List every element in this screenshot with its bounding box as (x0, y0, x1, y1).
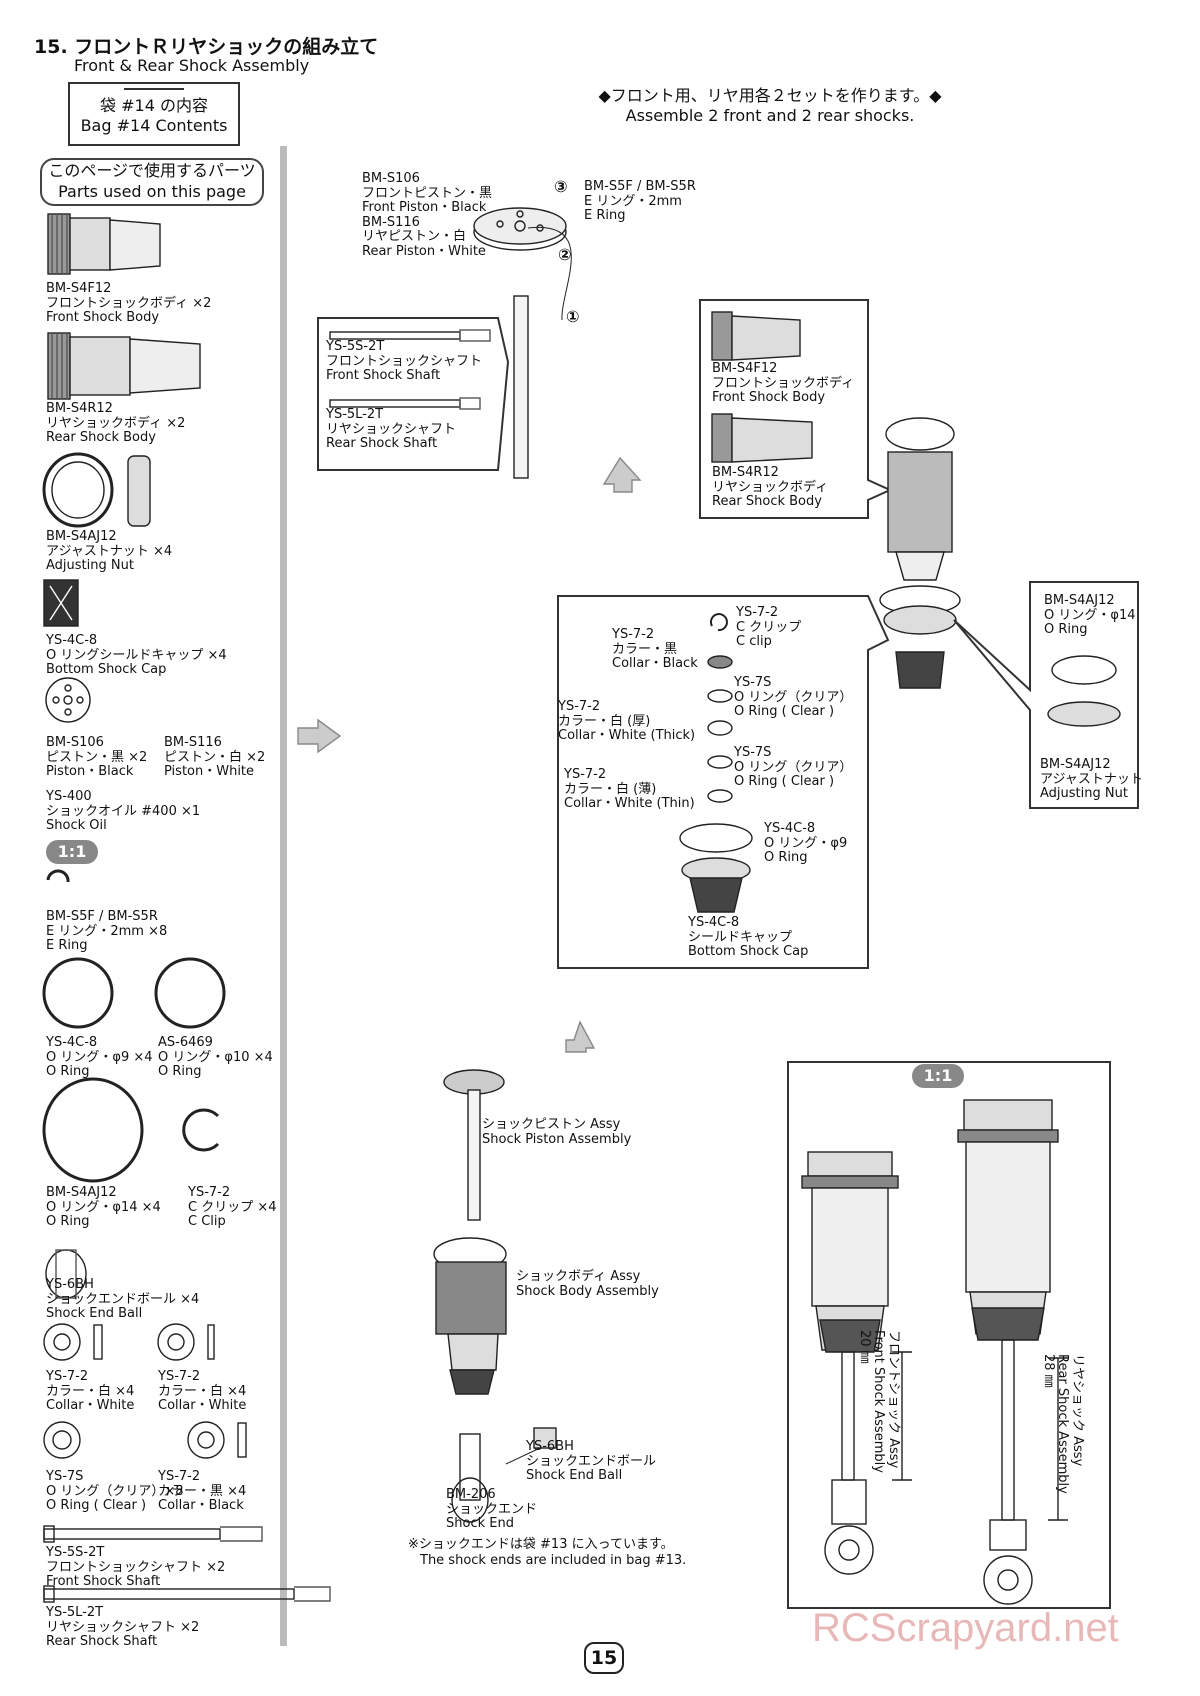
parts-used-en: Parts used on this page (58, 182, 246, 201)
parts-used-jp: このページで使用するパーツ (48, 161, 256, 180)
piston-icon (45, 677, 91, 723)
watermark: RCScrapyard.net (812, 1606, 1119, 1650)
o-ring-14-icon (42, 1077, 144, 1183)
step4-note-jp: ※ショックエンドは袋 #13 に入っています。 (408, 1537, 674, 1552)
front-shaft-icon (43, 1525, 263, 1543)
bag-en: Bag #14 Contents (80, 116, 228, 135)
page-title: 15. フロントＲリヤショックの組み立て (34, 36, 379, 58)
body-callout-box (699, 299, 893, 519)
instruction-en: Assemble 2 front and 2 rear shocks. (625, 106, 915, 125)
shock-end-ball-icon (45, 1249, 87, 1299)
shock-body-assy-art (879, 417, 961, 689)
step4-note-en: The shock ends are included in bag #13. (420, 1553, 687, 1568)
o-ring-clear-icon (43, 1421, 81, 1459)
final-shocks-box (787, 1061, 1111, 1609)
front-shock-body-icon (47, 213, 161, 275)
instruction: ◆フロント用、リヤ用各２セットを作ります。◆ Assemble 2 front … (570, 86, 970, 126)
c-clip-icon (182, 1108, 220, 1152)
nut-callout-box (953, 581, 1139, 809)
rear-shock-body-icon (47, 332, 201, 400)
parts-used-box: このページで使用するパーツ Parts used on this page (40, 158, 264, 206)
collar-white-2-icon (157, 1323, 215, 1361)
bag-dash (124, 88, 184, 90)
scale-badge-final: 1:1 (912, 1064, 964, 1088)
adjusting-nut-icon (42, 452, 151, 528)
instruction-jp: ◆フロント用、リヤ用各２セットを作ります。◆ (598, 86, 942, 105)
step4-art (433, 1069, 557, 1523)
bag-contents-box: 袋 #14 の内容 Bag #14 Contents (68, 82, 240, 146)
step-num-2: ② (558, 245, 572, 264)
rear-shaft-icon (43, 1585, 331, 1603)
shaft-callout-box (317, 317, 510, 471)
arrow-2 (565, 1020, 596, 1053)
page-number: 15 (584, 1642, 624, 1674)
arrow-1 (602, 456, 642, 493)
parts-stack-box (557, 595, 890, 969)
collar-white-icon (43, 1323, 103, 1361)
collar-black-icon (187, 1421, 247, 1459)
o-ring-10-icon (154, 957, 226, 1029)
e-ring-icon (46, 869, 70, 883)
step1-art (473, 207, 572, 479)
o-ring-9-icon (42, 957, 114, 1029)
scale-badge-left: 1:1 (46, 840, 98, 864)
step-num-1: ① (566, 307, 580, 326)
bottom-shock-cap-icon (43, 579, 79, 627)
arrow-right (297, 718, 342, 754)
page-subtitle: Front & Rear Shock Assembly (74, 56, 310, 75)
step-num-3: ③ (554, 177, 568, 196)
bag-jp: 袋 #14 の内容 (100, 96, 208, 115)
